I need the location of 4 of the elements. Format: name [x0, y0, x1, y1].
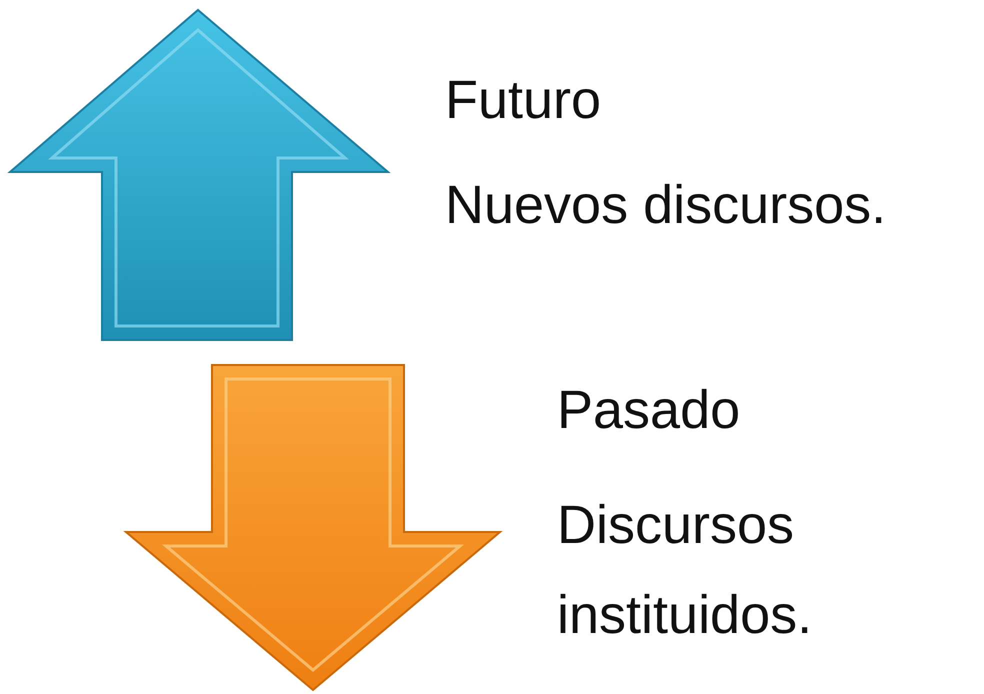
label-text: Futuro	[445, 69, 602, 132]
label-text: Discursos instituidos.	[557, 494, 814, 647]
label-text: Nuevos discursos.	[445, 174, 886, 237]
label-text: Pasado	[557, 379, 740, 442]
